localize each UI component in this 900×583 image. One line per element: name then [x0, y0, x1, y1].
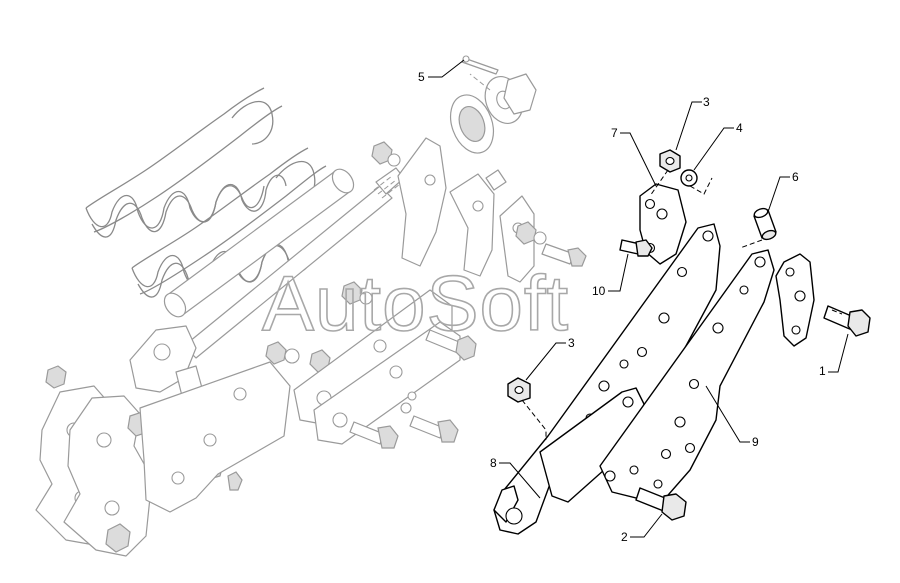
callout-6: 6	[767, 170, 799, 213]
callout-5-label: 5	[418, 70, 425, 84]
cam-roller-assembly	[449, 73, 537, 154]
callout-7-label: 7	[611, 126, 618, 140]
callout-9: 9	[705, 385, 759, 449]
left-bracket-rear	[63, 395, 153, 557]
part-2-bolt	[635, 487, 687, 521]
callout-8: 8	[490, 456, 541, 499]
callout-3-top-label: 3	[703, 95, 710, 109]
part-6-bushing	[753, 207, 777, 241]
callout-4-label: 4	[736, 121, 743, 135]
callout-7: 7	[611, 126, 657, 187]
part-1-bolt	[823, 305, 871, 337]
callout-9-label: 9	[752, 435, 759, 449]
callout-5: 5	[418, 59, 465, 84]
right-side-plate	[775, 253, 815, 347]
callout-4: 4	[693, 121, 743, 171]
callout-3-top: 3	[675, 95, 710, 151]
background-assembly	[35, 55, 587, 557]
threaded-rod	[183, 167, 405, 359]
callout-1-label: 1	[819, 364, 826, 378]
watermark-text: AutoSoft	[262, 259, 569, 347]
part-10-grease-fitting	[619, 239, 653, 257]
center-fasteners	[341, 281, 477, 449]
part-3-nut-top	[659, 149, 681, 173]
part-9-bracket	[599, 249, 775, 503]
callouts: 1 2 3 3 4 5 6 7	[418, 59, 849, 544]
link-bar-lower	[313, 321, 461, 445]
middle-plate-left	[139, 361, 291, 513]
callout-2-label: 2	[621, 530, 628, 544]
callout-10: 10	[592, 253, 629, 298]
part-7-plate	[639, 183, 687, 265]
callout-10-label: 10	[592, 284, 606, 298]
spring-guide-tube	[163, 168, 355, 318]
callout-3-lower: 3	[525, 336, 575, 381]
callout-2: 2	[621, 513, 663, 544]
callout-6-label: 6	[792, 170, 799, 184]
callout-3-lower-label: 3	[568, 336, 575, 350]
middle-plate-nuts	[265, 341, 331, 373]
callout-8-label: 8	[490, 456, 497, 470]
clevis-end	[129, 325, 203, 397]
callout-1: 1	[819, 333, 849, 378]
coil-spring-upper	[85, 87, 287, 238]
part-4-washer	[680, 169, 698, 187]
upper-bracket-right	[449, 173, 495, 277]
upper-fasteners	[371, 141, 587, 267]
primary-assembly	[493, 149, 871, 535]
upper-bracket-left	[397, 137, 447, 267]
part-3-nut-lower	[507, 377, 531, 403]
cotter-pin	[461, 55, 499, 75]
upper-bracket-far	[499, 195, 535, 283]
